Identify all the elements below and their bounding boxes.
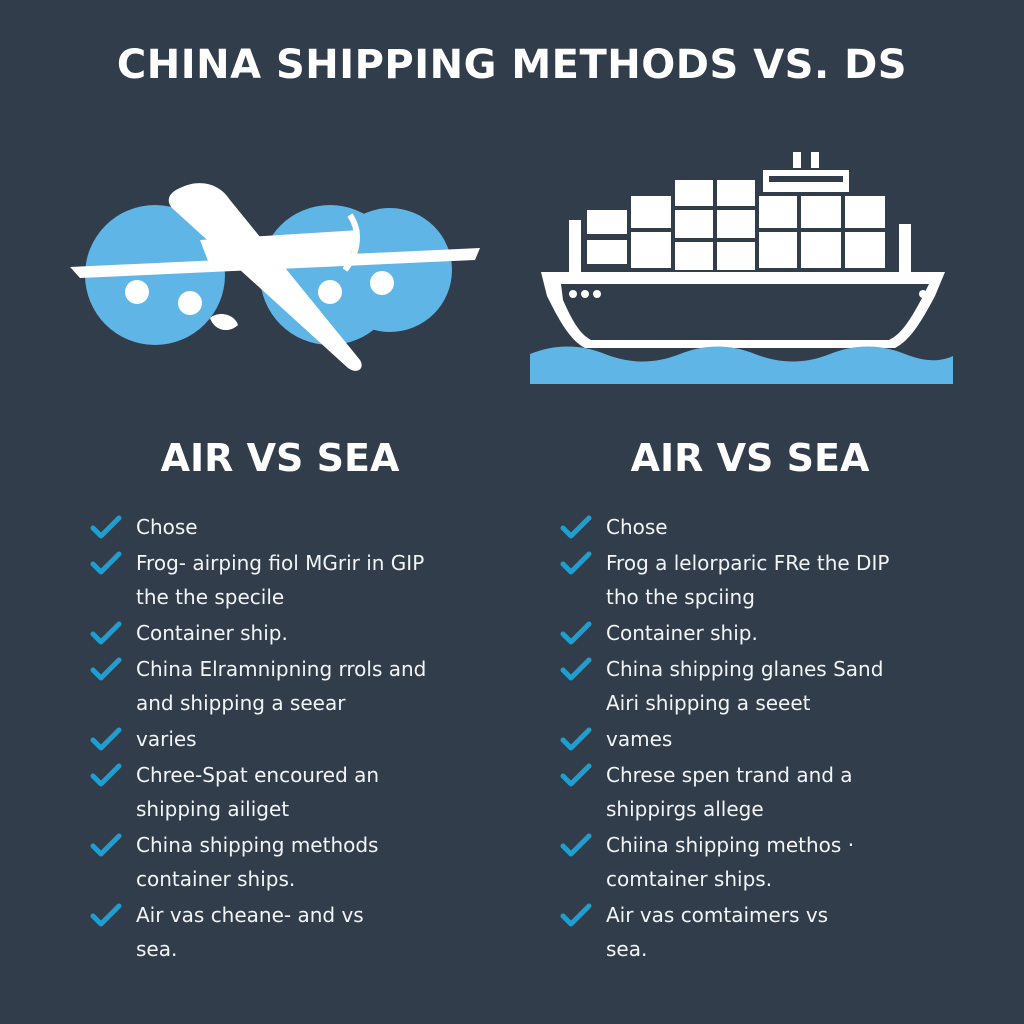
list-item: varies (90, 722, 510, 756)
checkmark-icon (90, 903, 122, 927)
list-item: Container ship. (560, 616, 980, 650)
list-item: Air vas cheane- and vs sea. (90, 898, 510, 966)
page-title: CHINA SHIPPING METHODS VS. DS (116, 42, 908, 88)
list-item-line: Chree-Spat encoured an (136, 763, 380, 787)
list-item-line: Container ship. (606, 621, 758, 645)
list-item-line: comtainer ships. (606, 867, 773, 891)
list-item-line: and shipping a seear (136, 691, 346, 715)
list-item-line: Chiina shipping methos · (606, 833, 855, 857)
checkmark-icon (560, 763, 592, 787)
list-item-line: shippirgs allege (606, 797, 764, 821)
list-item: Chose (90, 510, 510, 544)
checkmark-icon (560, 551, 592, 575)
list-item: Chree-Spat encoured an shipping ailiget (90, 758, 510, 826)
list-item-line: China shipping glanes Sand (606, 657, 884, 681)
list-item-line: container ships. (136, 867, 296, 891)
list-item-line: varies (136, 727, 197, 751)
list-item-line: vames (606, 727, 673, 751)
list-item-line: Frog- airping fiol MGrir in GIP (136, 551, 425, 575)
checkmark-icon (90, 657, 122, 681)
checkmark-icon (90, 833, 122, 857)
checkmark-icon (90, 515, 122, 539)
checkmark-icon (560, 903, 592, 927)
checkmark-icon (90, 621, 122, 645)
list-item: Chiina shipping methos · comtainer ships. (560, 828, 980, 896)
checkmark-icon (560, 657, 592, 681)
list-item: China Elramnipning rrols and and shipping… (90, 652, 510, 720)
checkmark-icon (90, 551, 122, 575)
container-ship-icon (530, 152, 953, 384)
list-item: Chose (560, 510, 980, 544)
list-item-line: tho the spciing (606, 585, 755, 609)
list-item: Chrese spen trand and a shippirgs allege (560, 758, 980, 826)
list-item-line: Air vas cheane- and vs (136, 903, 364, 927)
column-heading: AIR VS SEA (630, 436, 870, 480)
list-item: China shipping methods container ships. (90, 828, 510, 896)
list-item-line: China Elramnipning rrols and (136, 657, 427, 681)
checkmark-icon (560, 621, 592, 645)
list-item-line: Air vas comtaimers vs (606, 903, 829, 927)
list-item-line: Airi shipping a seeet (606, 691, 811, 715)
checkmark-icon (560, 727, 592, 751)
list-item: Frog- airping fiol MGrir in GIP the the s… (90, 546, 510, 614)
list-item-line: sea. (136, 937, 178, 961)
column-heading: AIR VS SEA (160, 436, 400, 480)
list-item-line: the the specile (136, 585, 285, 609)
list-item-line: sea. (606, 937, 648, 961)
list-item-line: Container ship. (136, 621, 288, 645)
list-item-line: Chose (136, 515, 198, 539)
list-item: vames (560, 722, 980, 756)
airplane-icon (70, 183, 480, 371)
checkmark-icon (90, 763, 122, 787)
list-item: Air vas comtaimers vs sea. (560, 898, 980, 966)
list-item-line: Chrese spen trand and a (606, 763, 853, 787)
list-item-line: shipping ailiget (136, 797, 290, 821)
list-item: Container ship. (90, 616, 510, 650)
list-item-line: Chose (606, 515, 668, 539)
checkmark-icon (560, 833, 592, 857)
list-item-line: China shipping methods (136, 833, 379, 857)
checkmark-icon (560, 515, 592, 539)
checkmark-icon (90, 727, 122, 751)
list-item-line: Frog a lelorparic FRe the DIP (606, 551, 890, 575)
list-item: Frog a lelorparic FRe the DIP tho the spc… (560, 546, 980, 614)
